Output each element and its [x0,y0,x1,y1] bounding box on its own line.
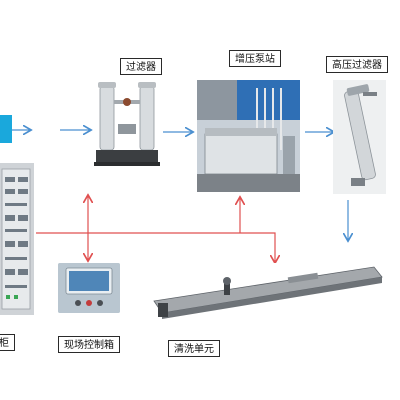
cabinet-label: 柜 [0,334,15,351]
hp-filter-image [333,80,386,194]
filter-image [92,78,162,170]
cleaning-label: 清洗单元 [168,340,220,357]
cyan-block [0,115,12,143]
control-cabinet-image [0,163,34,315]
filter-label: 过滤器 [120,58,162,75]
site-control-box-image [58,263,120,313]
site-box-label: 现场控制箱 [58,336,120,353]
booster-label: 增压泵站 [229,50,281,67]
booster-image [197,80,300,192]
cleaning-unit-image [148,263,388,333]
hp-filter-label: 高压过滤器 [326,56,388,73]
red-to-cleaning [240,232,275,262]
